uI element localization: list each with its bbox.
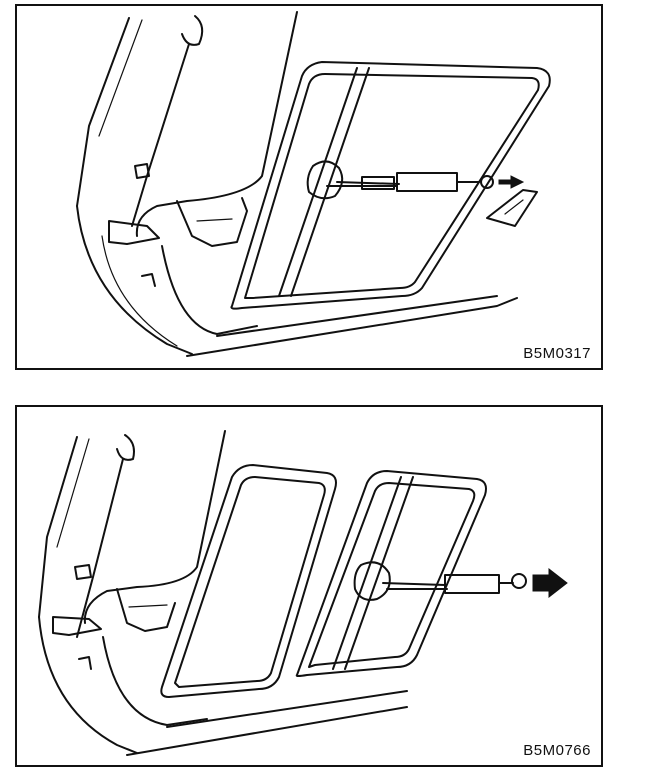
figure-code-label: B5M0766 <box>523 742 591 759</box>
figure-panel-1: B5M0317 <box>15 4 603 370</box>
door-window-illustration-2 <box>38 430 568 756</box>
figure-code-label: B5M0317 <box>523 345 591 362</box>
door-window-illustration-1 <box>76 11 551 357</box>
figure-panel-2: B5M0766 <box>15 405 603 767</box>
